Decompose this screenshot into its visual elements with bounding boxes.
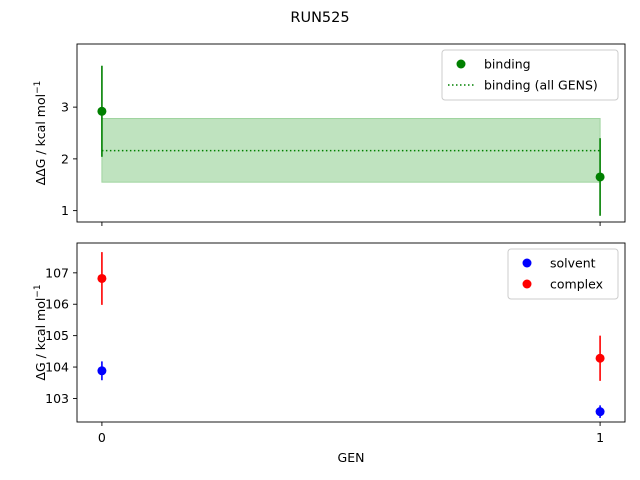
x-axis-label: GEN [338, 450, 365, 465]
legend-label: binding [484, 57, 531, 72]
legend-marker-complex [522, 279, 532, 289]
data-point-binding-1 [595, 172, 605, 182]
panel-0: 1 2 3 ΔΔG / kcal mol−1 binding binding (all G… [33, 43, 626, 226]
y-tick-label: 105 [45, 328, 69, 343]
y-tick-label: 107 [45, 265, 69, 280]
y-axis-label-main: ΔΔG / kcal mol [33, 94, 48, 185]
legend: solvent complex [507, 248, 619, 300]
legend: binding binding (all GENS) [441, 49, 619, 101]
x-tick-label: 0 [98, 430, 106, 445]
y-axis-label-superscript: −1 [33, 81, 43, 94]
y-tick-label: 103 [45, 391, 69, 406]
data-point-solvent-1 [595, 407, 605, 417]
legend-marker-solvent [522, 258, 532, 268]
data-point-complex-0 [97, 273, 107, 283]
y-tick-label: 3 [61, 100, 69, 115]
legend-label: complex [550, 277, 603, 292]
axes-frame [76, 43, 626, 223]
legend-marker-binding [456, 59, 466, 69]
y-axis-label: ΔG / kcal mol−1 [33, 284, 48, 380]
legend-box [441, 49, 619, 101]
y-tick-label: 1 [61, 203, 69, 218]
y-axis-label-superscript: −1 [33, 284, 43, 297]
y-tick-label: 2 [61, 151, 69, 166]
axes-frame [76, 242, 626, 423]
x-tick-label: 1 [596, 430, 604, 445]
y-tick-label: 106 [45, 297, 69, 312]
figure-title: RUN525 [290, 10, 349, 26]
legend-box [507, 248, 619, 300]
data-point-binding-0 [97, 106, 107, 116]
data-point-solvent-0 [97, 366, 107, 376]
legend-label: binding (all GENS) [484, 78, 598, 93]
y-axis-label-main: ΔG / kcal mol [33, 298, 48, 381]
legend-label: solvent [550, 256, 596, 271]
y-tick-label: 104 [45, 360, 69, 375]
y-axis-label: ΔΔG / kcal mol−1 [33, 81, 48, 186]
data-point-complex-1 [595, 353, 605, 363]
